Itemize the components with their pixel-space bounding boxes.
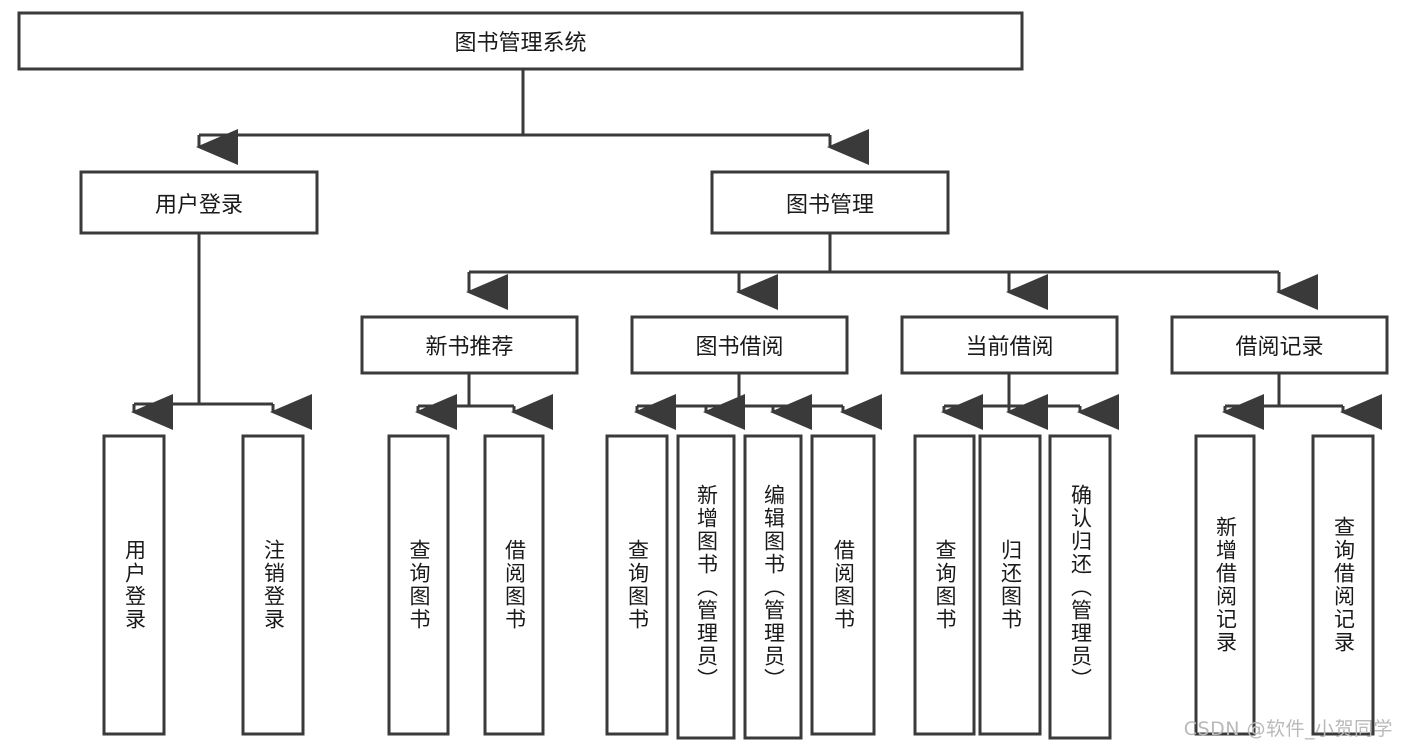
node-leaf-query-book-2-box[interactable] bbox=[605, 434, 669, 736]
node-leaf-borrow-book-2-box[interactable] bbox=[810, 434, 876, 736]
node-leaf-query-book-1-box[interactable] bbox=[387, 434, 450, 736]
node-leaf-add-record-box[interactable] bbox=[1194, 434, 1256, 736]
node-leaf-edit-book-box[interactable] bbox=[743, 434, 803, 740]
node-leaf-return-book-box[interactable] bbox=[978, 434, 1042, 736]
node-leaf-confirm-return-box[interactable] bbox=[1048, 434, 1112, 740]
node-leaf-borrow-book-1-box[interactable] bbox=[483, 434, 545, 736]
node-leaf-query-book-3-box[interactable] bbox=[913, 434, 976, 736]
node-book-manage-box[interactable] bbox=[710, 170, 950, 235]
node-borrow-record-box[interactable] bbox=[1170, 315, 1389, 375]
node-root-box[interactable] bbox=[17, 11, 1024, 71]
node-leaf-logout-box[interactable] bbox=[241, 434, 305, 736]
node-leaf-add-book-box[interactable] bbox=[676, 434, 736, 740]
node-new-book-rec-box[interactable] bbox=[360, 315, 579, 375]
node-leaf-user-login-box[interactable] bbox=[102, 434, 166, 736]
csdn-watermark: CSDN @软件_小贺同学 bbox=[1183, 718, 1393, 740]
node-current-borrow-box[interactable] bbox=[900, 315, 1119, 375]
node-leaf-query-record-box[interactable] bbox=[1311, 434, 1375, 736]
node-user-login-box[interactable] bbox=[79, 170, 319, 235]
node-book-borrow-box[interactable] bbox=[630, 315, 849, 375]
